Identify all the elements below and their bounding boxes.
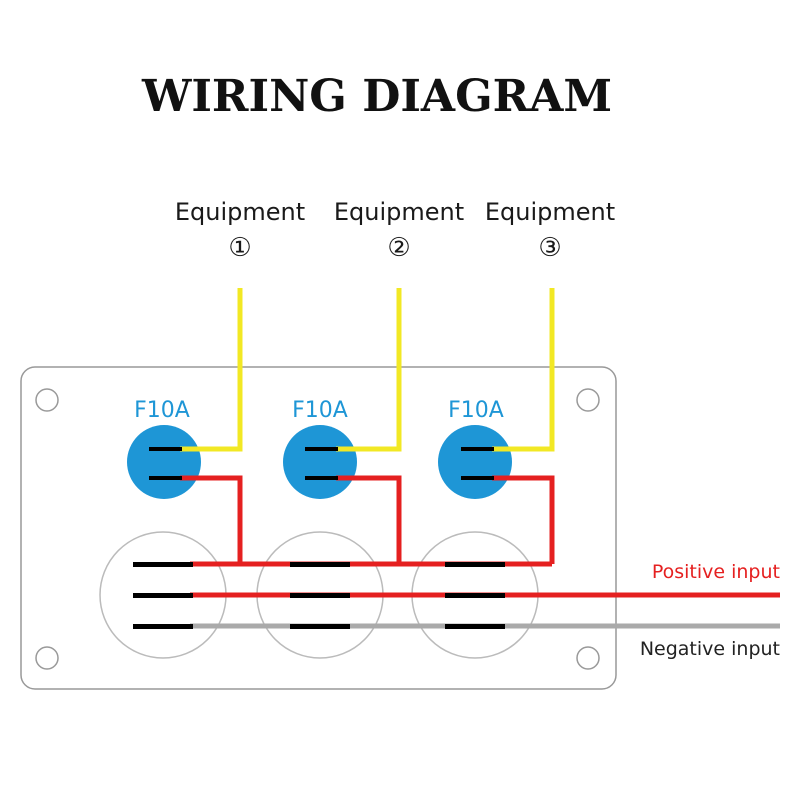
fuse-3-terminal-top xyxy=(461,447,494,451)
fuse-2-terminal-top xyxy=(305,447,338,451)
fuse-3-label: F10A xyxy=(448,398,504,423)
switch-3-terminal-3 xyxy=(445,624,505,629)
load-wire-1 xyxy=(180,288,243,452)
negative-input-label: Negative input xyxy=(640,638,780,660)
mounting-hole-bottom-left xyxy=(35,646,59,670)
positive-input-label: Positive input xyxy=(652,561,780,583)
mounting-hole-top-right xyxy=(576,388,600,412)
fuse-1-label: F10A xyxy=(134,398,190,423)
switch-2-terminal-1 xyxy=(290,562,350,567)
mounting-hole-top-left xyxy=(35,388,59,412)
fuse-3-terminal-bottom xyxy=(461,476,494,480)
fuse-feed-wire-1 xyxy=(180,475,243,564)
load-wire-3 xyxy=(492,288,555,452)
switch-2-terminal-2 xyxy=(290,593,350,598)
equipment-2-label: Equipment xyxy=(334,198,464,226)
fuse-holder-3 xyxy=(438,425,512,499)
equipment-1-label: Equipment xyxy=(175,198,305,226)
fuse-1-terminal-bottom xyxy=(149,476,182,480)
mounting-hole-bottom-right xyxy=(576,646,600,670)
equipment-3-number: ③ xyxy=(538,233,561,263)
equipment-2-number: ② xyxy=(387,233,410,263)
switch-3-terminal-1 xyxy=(445,562,505,567)
switch-2-terminal-3 xyxy=(290,624,350,629)
load-wire-2 xyxy=(336,288,402,452)
switch-1-terminal-2 xyxy=(133,593,193,598)
fuse-feed-wire-2 xyxy=(336,475,402,564)
fuse-holder-1 xyxy=(127,425,201,499)
equipment-1-number: ① xyxy=(228,233,251,263)
fuse-holder-2 xyxy=(283,425,357,499)
fuse-1-terminal-top xyxy=(149,447,182,451)
fuse-2-label: F10A xyxy=(292,398,348,423)
switch-1-terminal-3 xyxy=(133,624,193,629)
equipment-3-label: Equipment xyxy=(485,198,615,226)
switch-1-terminal-1 xyxy=(133,562,193,567)
switch-3-terminal-2 xyxy=(445,593,505,598)
diagram-title: WIRING DIAGRAM xyxy=(141,71,612,122)
fuse-feed-wire-3 xyxy=(492,475,555,564)
fuse-2-terminal-bottom xyxy=(305,476,338,480)
